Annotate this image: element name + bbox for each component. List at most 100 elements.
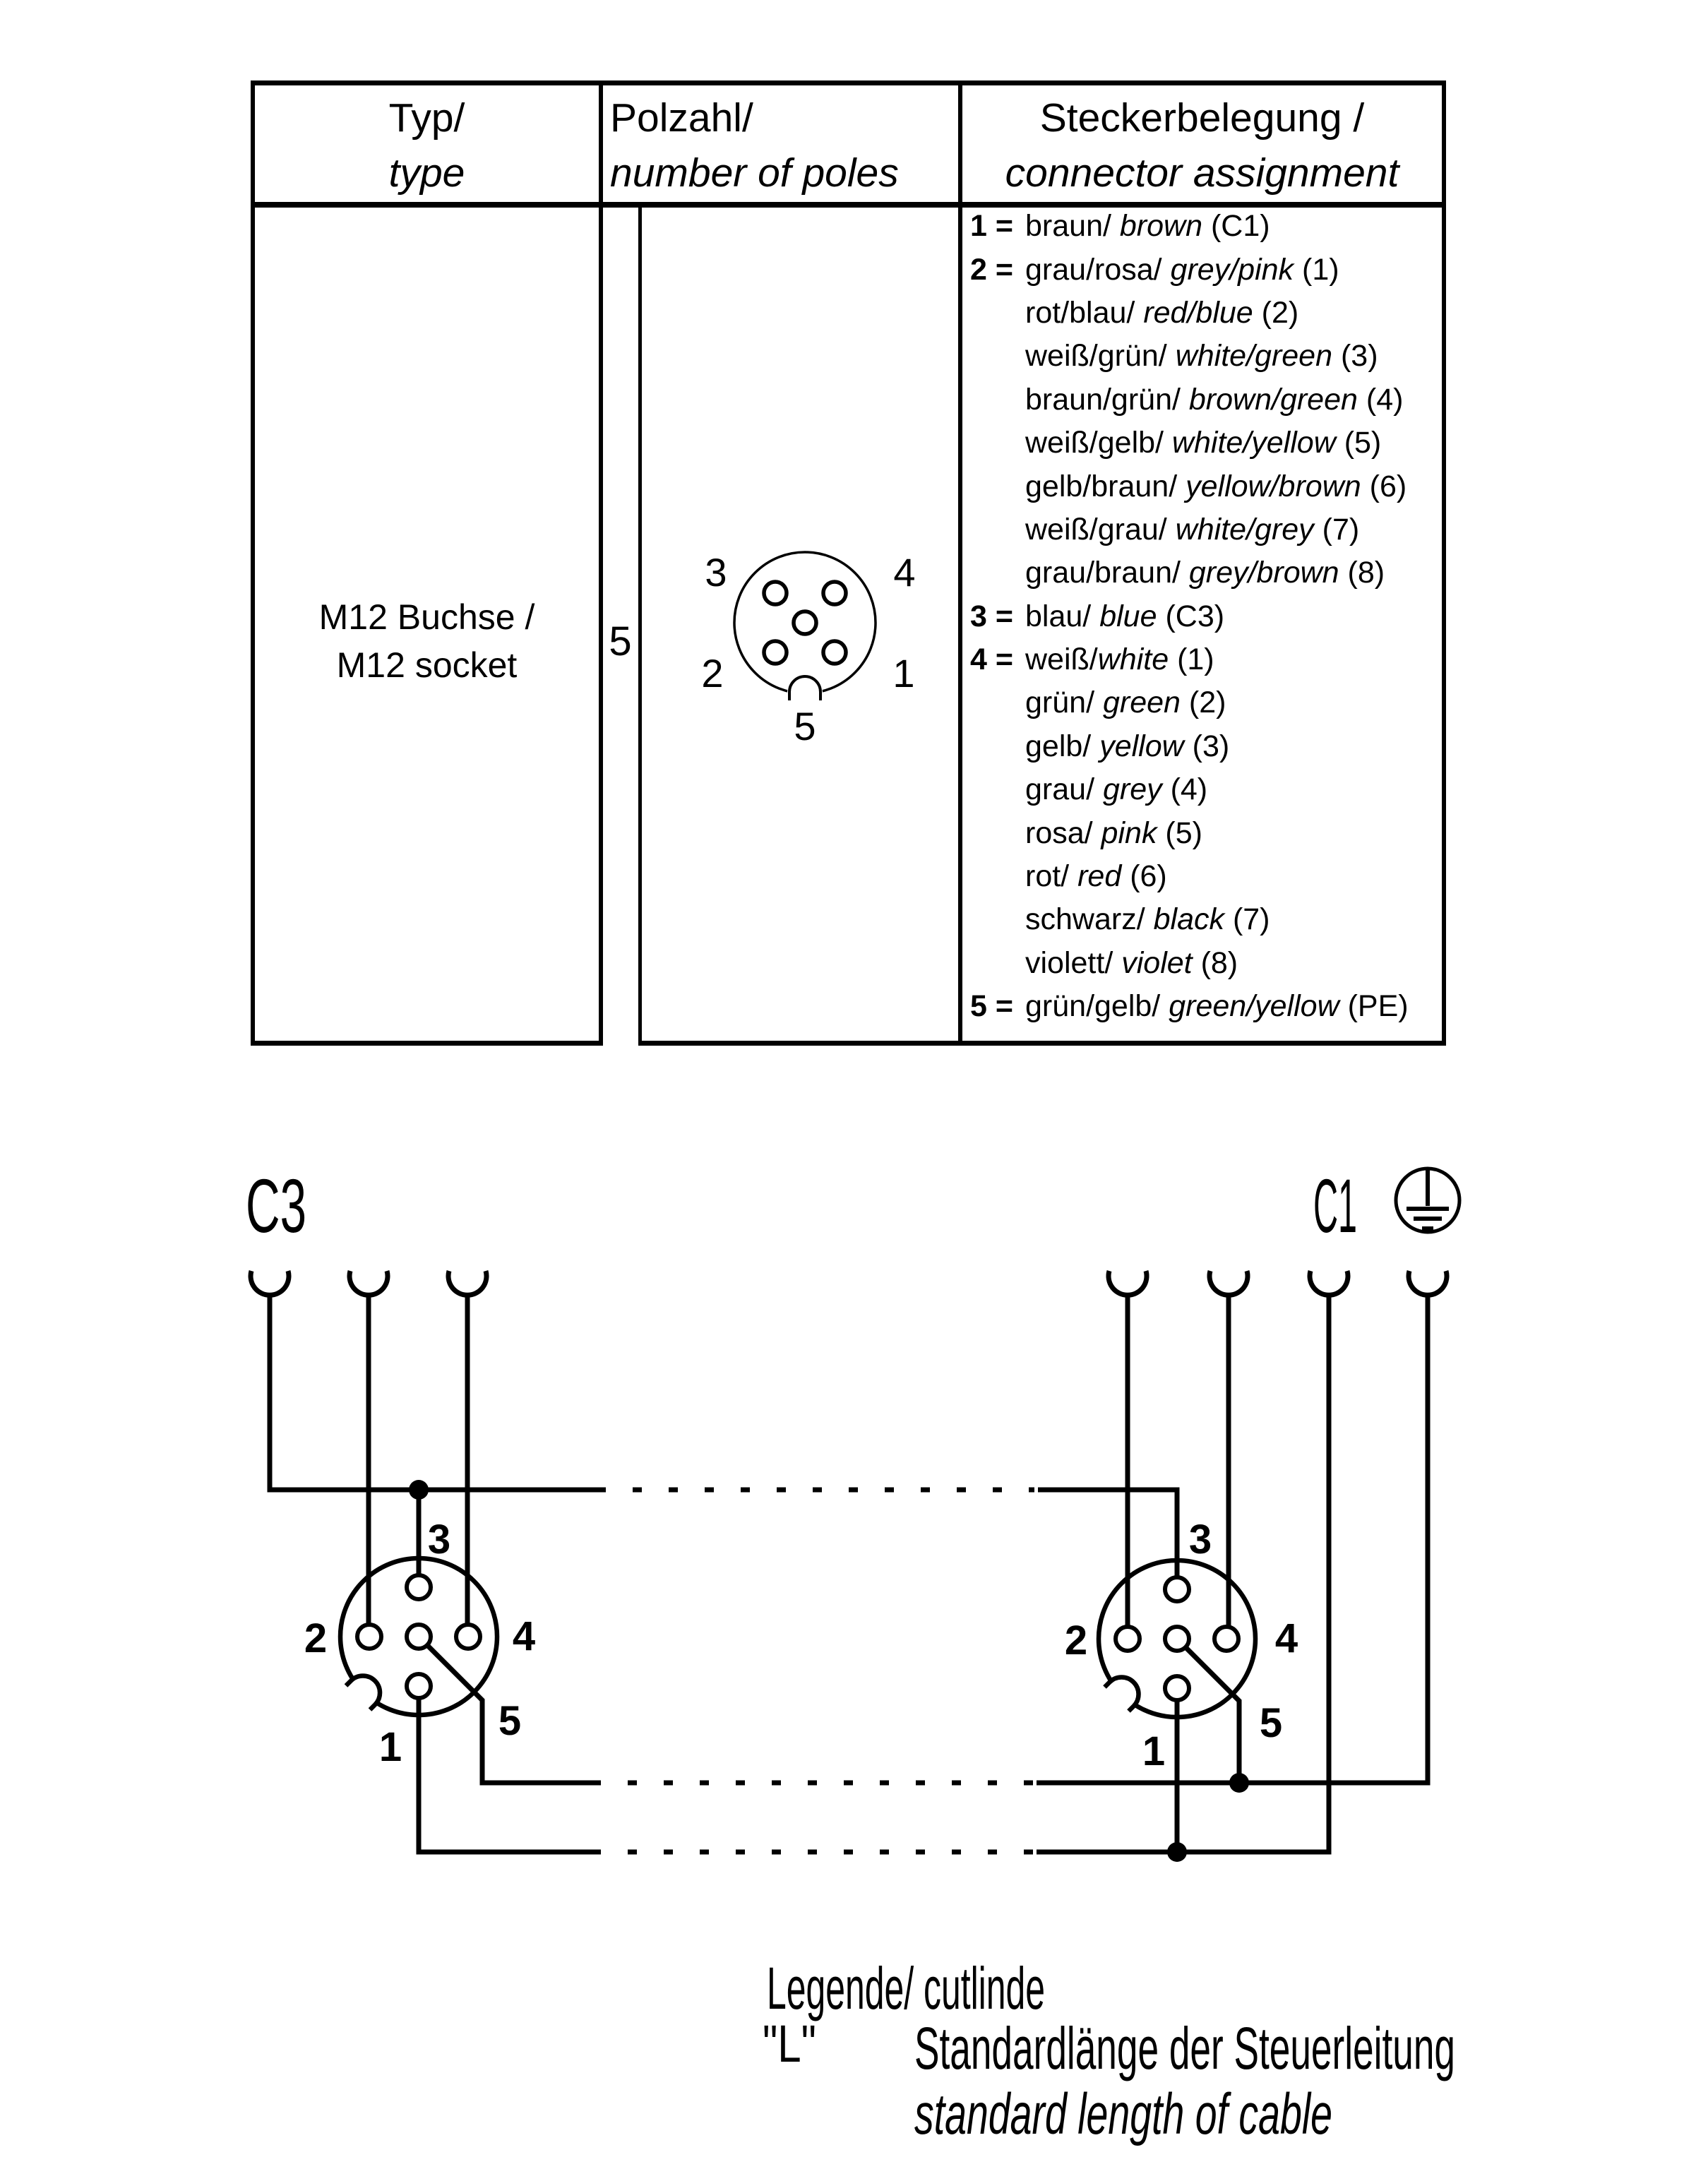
pin-label-3: 3 [705, 550, 727, 594]
wire-terminal-ref: (1) [1169, 643, 1214, 677]
assignment-row: 5 =grün/gelb/ green/yellow (PE) [970, 985, 1442, 1028]
pin-label-2: 2 [701, 651, 723, 695]
wire-terminal-ref: (1) [1294, 252, 1339, 287]
legend-text-en: standard length of cable [914, 2082, 1332, 2146]
terminal-hooks [248, 1270, 1450, 1298]
right-pin-label-4: 4 [1275, 1615, 1298, 1661]
header-poles-en: number of poles [610, 150, 899, 196]
assignment-row: gelb/ yellow (3) [970, 725, 1442, 768]
wire-terminal-ref: (3) [1183, 729, 1230, 763]
wire-color-de: blau/ [1025, 599, 1092, 633]
poles-count: 5 [609, 619, 632, 664]
label-c1: C1 [1313, 1163, 1357, 1248]
wire-color-de: braun/ [1025, 209, 1111, 244]
wire-color-en: grey [1094, 772, 1162, 807]
wire-color-en: white/green [1166, 339, 1333, 374]
wire-terminal-ref: (C3) [1157, 599, 1225, 633]
wire-c3-blue-bus-left [267, 1295, 597, 1493]
assignment-row: rot/blau/ red/blue (2) [970, 292, 1442, 335]
connector-assignment-list: 1 =braun/ brown (C1) 2 =grau/rosa/ grey/… [970, 205, 1442, 1028]
assignment-row: 3 =blau/ blue (C3) [970, 595, 1442, 638]
wire-color-en: yellow/brown [1177, 469, 1361, 503]
junction-dot-pin5 [1229, 1773, 1249, 1793]
type-name-line1: M12 Buchse / [318, 597, 535, 637]
wire-terminal-ref: (5) [1335, 426, 1382, 460]
right-socket-outline [1096, 1558, 1258, 1720]
right-pin-label-5: 5 [1260, 1700, 1282, 1746]
wire-terminal-ref: (2) [1180, 686, 1226, 720]
assignment-row: grün/ green (2) [970, 681, 1442, 724]
hook-c3-3 [446, 1270, 489, 1298]
wire-terminal-ref: (8) [1339, 556, 1385, 590]
wire-color-en: brown/green [1180, 382, 1358, 417]
wire-color-en: red [1069, 859, 1122, 894]
hook-c1-4 [1406, 1270, 1450, 1298]
assignment-row: braun/grün/ brown/green (4) [970, 378, 1442, 422]
assignment-row: grau/braun/ grey/brown (8) [970, 551, 1442, 594]
left-pin-label-3: 3 [428, 1517, 450, 1563]
table-border-bottom-right [642, 1041, 1446, 1046]
right-pin-hole-3 [1163, 1575, 1191, 1603]
assignment-row: rot/ red (6) [970, 855, 1442, 898]
left-pin-labels: 3 2 4 1 5 [304, 1517, 535, 1770]
wire-color-en: white [1097, 643, 1169, 677]
pin-hole-5 [792, 609, 818, 636]
wire-pin1-left [416, 1698, 592, 1855]
wire-terminal-ref: (3) [1332, 339, 1378, 374]
wire-color-en: grey/pink [1161, 252, 1294, 287]
assignment-row: grau/ grey (4) [970, 768, 1442, 811]
pin-hole-1 [821, 639, 848, 666]
wire-color-en: white/yellow [1163, 426, 1336, 460]
wire-color-de: grau/rosa/ [1025, 252, 1162, 287]
right-pin-labels: 3 2 4 1 5 [1065, 1517, 1298, 1774]
wire-color-en: violet [1113, 945, 1193, 980]
wire-terminal-ref: (2) [1253, 295, 1299, 330]
hook-c3-1 [248, 1270, 292, 1298]
table-divider-col2 [958, 80, 962, 1046]
hook-c3-2 [347, 1270, 390, 1298]
wire-terminal-ref: (6) [1121, 859, 1167, 894]
junction-dot-pin1 [1167, 1842, 1187, 1862]
pin-number: 2 = [970, 252, 1013, 287]
pinout-face-view: 3 4 2 1 5 [701, 550, 915, 748]
protective-earth-icon [1394, 1166, 1462, 1234]
assignment-row: weiß/gelb/ white/yellow (5) [970, 422, 1442, 465]
header-type-en: type [388, 150, 465, 196]
legend-symbol-L: "L" [763, 2014, 816, 2073]
wire-color-de: weiß/gelb/ [1025, 426, 1164, 460]
wire-color-en: brown [1111, 209, 1203, 244]
assignment-row: weiß/grün/ white/green (3) [970, 335, 1442, 378]
table-border-bottom-left [251, 1041, 602, 1046]
pin-number: 4 = [970, 643, 1013, 677]
wire-color-de: rot/blau/ [1025, 295, 1135, 330]
assignment-row: 4 = weiß/white (1) [970, 638, 1442, 681]
left-socket-outline [338, 1555, 500, 1718]
left-pin-label-5: 5 [498, 1698, 521, 1744]
pin-label-4: 4 [893, 550, 915, 594]
right-keyway-erase [1103, 1675, 1140, 1713]
wire-color-de: schwarz/ [1025, 902, 1145, 937]
pin-hole-4 [821, 580, 848, 607]
wire-terminal-ref: (7) [1224, 902, 1270, 937]
wire-color-de: gelb/braun/ [1025, 469, 1178, 503]
legend-text-de: Standardlänge der Steuerleitung [914, 2015, 1455, 2081]
wire-color-en: grey/brown [1180, 556, 1339, 590]
earth-circle [1394, 1166, 1462, 1234]
assignment-row: violett/ violet (8) [970, 942, 1442, 985]
left-pin-label-2: 2 [304, 1615, 327, 1661]
right-pin-label-1: 1 [1142, 1728, 1165, 1774]
wires [267, 1295, 1431, 1855]
wire-color-en: pink [1092, 815, 1157, 850]
wire-color-en: green [1094, 686, 1181, 720]
table-divider-poles [638, 203, 642, 1046]
header-poles-de: Polzahl/ [610, 95, 753, 141]
table-divider-col1 [599, 80, 603, 1046]
wire-color-de: weiß/ [1025, 643, 1098, 677]
left-pin-hole-2 [355, 1623, 383, 1651]
legend-title: Legende/ cutlinde [767, 1955, 1045, 2021]
wire-color-de: grün/gelb/ [1025, 989, 1161, 1024]
left-pin-hole-5 [405, 1623, 433, 1651]
wire-color-de: violett/ [1025, 945, 1113, 980]
wire-pin3-right [1038, 1487, 1180, 1579]
